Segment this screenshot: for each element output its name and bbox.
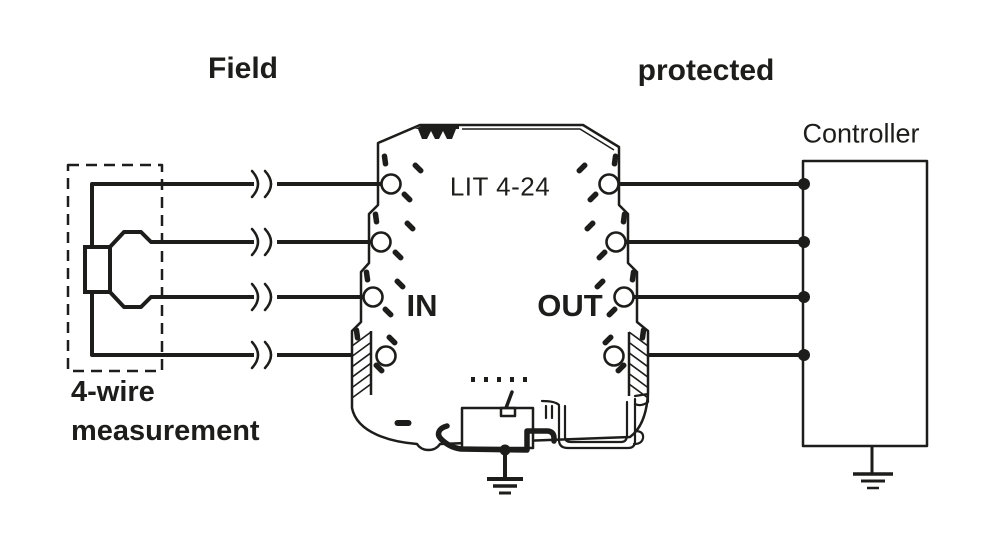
- din-rail-claw-icon: [415, 125, 459, 139]
- vent-dots: [471, 377, 527, 382]
- terminal-out-2: [605, 231, 627, 253]
- device-out-label: OUT: [537, 288, 603, 323]
- sensor-caption-line1: 4-wire: [71, 376, 155, 408]
- hatch-band-right: [627, 331, 649, 399]
- device-terminals: [362, 173, 635, 367]
- hatch-band-left: [351, 331, 373, 399]
- terminal-in-3: [362, 286, 384, 308]
- wire-1-and-4-sensor-loop: [90, 182, 254, 357]
- wire-3: [107, 289, 254, 309]
- device-model-label: LIT 4-24: [449, 171, 551, 202]
- wires-to-device: [277, 182, 391, 357]
- device-top-inner-line: [462, 128, 615, 151]
- field-zone-label: Field: [207, 52, 279, 85]
- din-rail-mount: [435, 392, 650, 495]
- device-outline: [350, 123, 650, 452]
- terminal-in-1: [380, 173, 402, 195]
- controller-label: Controller: [802, 118, 920, 149]
- junction-dot: [798, 236, 810, 248]
- protected-zone-label: protected: [637, 54, 775, 87]
- terminal-out-1: [598, 173, 620, 195]
- terminal-out-4: [603, 345, 625, 367]
- junction-dot: [798, 291, 810, 303]
- terminal-in-4: [375, 345, 397, 367]
- device-in-label: IN: [406, 288, 438, 323]
- field-wires: [90, 169, 391, 370]
- surge-protector-body: [350, 123, 650, 452]
- device-earth-ground-icon: [435, 423, 557, 495]
- junction-dot: [798, 178, 810, 190]
- controller-earth-ground-icon: [853, 446, 893, 490]
- wire-2: [107, 230, 254, 250]
- din-rail-profile: [460, 406, 535, 450]
- rtd-sensor-symbol: [83, 245, 112, 294]
- controller-box: [798, 159, 929, 490]
- controller-outline: [801, 159, 929, 448]
- sensor-caption-line2: measurement: [71, 415, 260, 447]
- sensor-dashed-box: [66, 163, 164, 373]
- protected-wires: [609, 182, 806, 357]
- terminal-in-2: [370, 231, 392, 253]
- wire-break-icons: [250, 169, 273, 370]
- terminal-out-3: [613, 286, 635, 308]
- sensor-caption: 4-wire measurement: [71, 373, 260, 451]
- din-rail-notch: [499, 406, 517, 418]
- junction-dot: [798, 349, 810, 361]
- release-lever: [504, 390, 514, 410]
- screw-slots-left: [353, 153, 425, 426]
- din-rail-clip-icon: [540, 392, 650, 450]
